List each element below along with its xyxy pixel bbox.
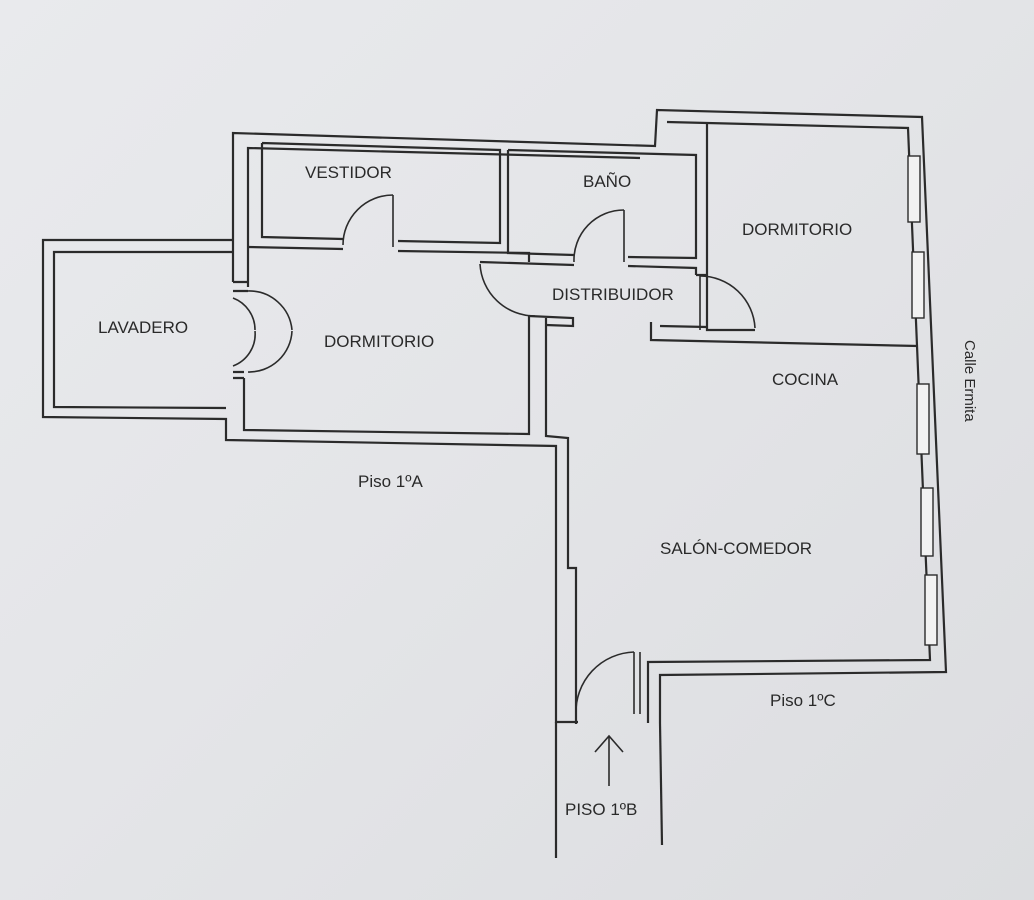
landing: [554, 722, 664, 858]
east-wall-inner: [646, 120, 932, 723]
bano-room-wall: [506, 148, 698, 260]
lavadero-outer-wall: [41, 238, 578, 724]
windows: [907, 155, 938, 646]
room-label-salon-comedor: SALÓN-COMEDOR: [660, 539, 812, 558]
door-lavadero-double: [232, 290, 293, 373]
window: [924, 574, 938, 646]
door-dormitorio-2: [699, 275, 756, 330]
outer-wall: [231, 108, 948, 723]
lavadero-door-jamb: [233, 370, 244, 380]
room-label-lavadero: LAVADERO: [98, 318, 188, 337]
room-label-bano: BAÑO: [583, 172, 631, 191]
dormitorio-east-wall: [696, 122, 755, 332]
dormitorio-west-wall: [233, 280, 248, 293]
bano-south-wall: [479, 260, 698, 275]
dormitorio-2-south-wall: [649, 322, 919, 348]
dormitorio-north-wall: [247, 245, 531, 262]
interior-walls: [233, 122, 919, 380]
door-vestidor: [342, 194, 394, 247]
outer-wall-inner: [246, 146, 641, 287]
room-label-dormitorio-2: DORMITORIO: [324, 332, 434, 351]
room-label-distribuidor: DISTRIBUIDOR: [552, 285, 674, 304]
lavadero-inner-wall: [52, 250, 233, 410]
room-labels: VESTIDOR BAÑO DORMITORIO LAVADERO DORMIT…: [98, 163, 978, 819]
outer-walls: [41, 108, 948, 724]
door-bano: [573, 209, 625, 263]
window: [907, 155, 921, 223]
door-entrance: [575, 651, 641, 715]
vestidor-room-wall: [260, 141, 502, 245]
window: [911, 251, 925, 319]
window: [916, 383, 930, 455]
street-label: Calle Ermita: [961, 340, 978, 422]
room-label-cocina: COCINA: [772, 370, 839, 389]
room-label-dormitorio-1: DORMITORIO: [742, 220, 852, 239]
door-distribuidor: [479, 263, 536, 317]
room-label-vestidor: VESTIDOR: [305, 163, 392, 182]
arrow-up-icon: [594, 734, 624, 786]
doors: [232, 194, 756, 715]
distribuidor-wall: [528, 314, 575, 328]
neighbor-label-piso-1b: PISO 1ºB: [565, 800, 637, 819]
piso-1a-boundary-inner: [242, 316, 531, 436]
salon-west-wall: [544, 318, 578, 724]
window: [920, 487, 934, 557]
landing-wall-right: [658, 722, 664, 846]
neighbor-label-piso-1c: Piso 1ºC: [770, 691, 836, 710]
neighbor-label-piso-1a: Piso 1ºA: [358, 472, 423, 491]
